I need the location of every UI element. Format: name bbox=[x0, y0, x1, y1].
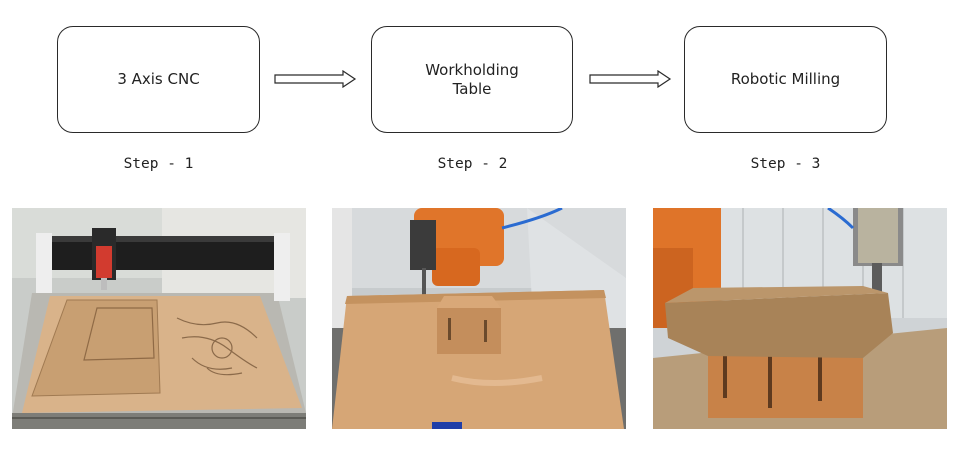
workholding-table-photo bbox=[332, 208, 626, 429]
flow-box-label: Robotic Milling bbox=[730, 70, 841, 88]
step-label-2: Step - 2 bbox=[437, 156, 508, 172]
flow-box-3-axis-cnc: 3 Axis CNC bbox=[57, 26, 260, 133]
step-label-3: Step - 3 bbox=[750, 156, 821, 172]
flow-box-label: 3 Axis CNC bbox=[117, 70, 200, 88]
right-arrow-icon bbox=[274, 70, 357, 88]
right-arrow-icon bbox=[589, 70, 672, 88]
flow-box-robotic-milling: Robotic Milling bbox=[684, 26, 887, 133]
flow-box-label: Workholding Table bbox=[425, 60, 519, 98]
flow-box-workholding-table: Workholding Table bbox=[371, 26, 573, 133]
robotic-milling-photo bbox=[653, 208, 947, 429]
step-label-1: Step - 1 bbox=[123, 156, 194, 172]
cnc-router-photo bbox=[12, 208, 306, 429]
